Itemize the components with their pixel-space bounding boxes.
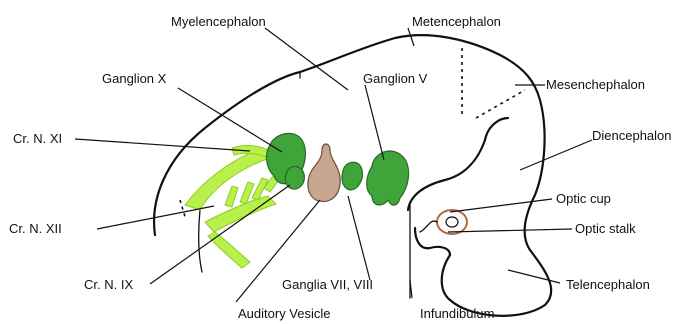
leader-optic-stalk xyxy=(448,229,572,232)
optic-stalk xyxy=(420,221,437,232)
leader-ganglia-vii-viii xyxy=(348,196,370,280)
mesencephalon-boundary xyxy=(476,90,525,118)
label-cr-n-xi: Cr. N. XI xyxy=(13,131,62,146)
diencephalon-inner-outline xyxy=(408,118,508,210)
label-myelencephalon: Myelencephalon xyxy=(171,14,266,29)
leader-cr-n-ix xyxy=(150,185,290,284)
leader-metencephalon xyxy=(408,28,414,46)
label-ganglion-v: Ganglion V xyxy=(363,71,428,86)
label-ganglion-x: Ganglion X xyxy=(102,71,167,86)
label-metencephalon: Metencephalon xyxy=(412,14,501,29)
auditory-vesicle xyxy=(308,144,340,201)
optic-cup-inner xyxy=(446,217,458,227)
leader-diencephalon xyxy=(520,140,592,170)
label-mesencephalon: Mesenchephalon xyxy=(546,77,645,92)
ventral-dashed-outline xyxy=(180,200,186,220)
label-telencephalon: Telencephalon xyxy=(566,277,650,292)
label-auditory-vesicle: Auditory Vesicle xyxy=(238,306,331,321)
ventral-outline-left xyxy=(199,210,202,272)
ganglia-vii-viii xyxy=(342,162,362,190)
leader-optic-cup xyxy=(450,199,552,212)
leader-ganglion-v xyxy=(365,85,384,160)
label-cr-n-ix: Cr. N. IX xyxy=(84,277,133,292)
label-ganglia-vii-viii: Ganglia VII, VIII xyxy=(282,277,373,292)
label-infundibulum: Infundibulum xyxy=(420,306,494,321)
label-diencephalon: Diencephalon xyxy=(592,128,672,143)
label-optic-cup: Optic cup xyxy=(556,191,611,206)
label-optic-stalk: Optic stalk xyxy=(575,221,636,236)
leader-cr-n-xi xyxy=(75,139,250,151)
ganglion-v xyxy=(367,151,409,205)
label-cr-n-xii: Cr. N. XII xyxy=(9,221,62,236)
leader-ganglion-x xyxy=(178,88,282,152)
leader-telencephalon xyxy=(508,270,560,283)
